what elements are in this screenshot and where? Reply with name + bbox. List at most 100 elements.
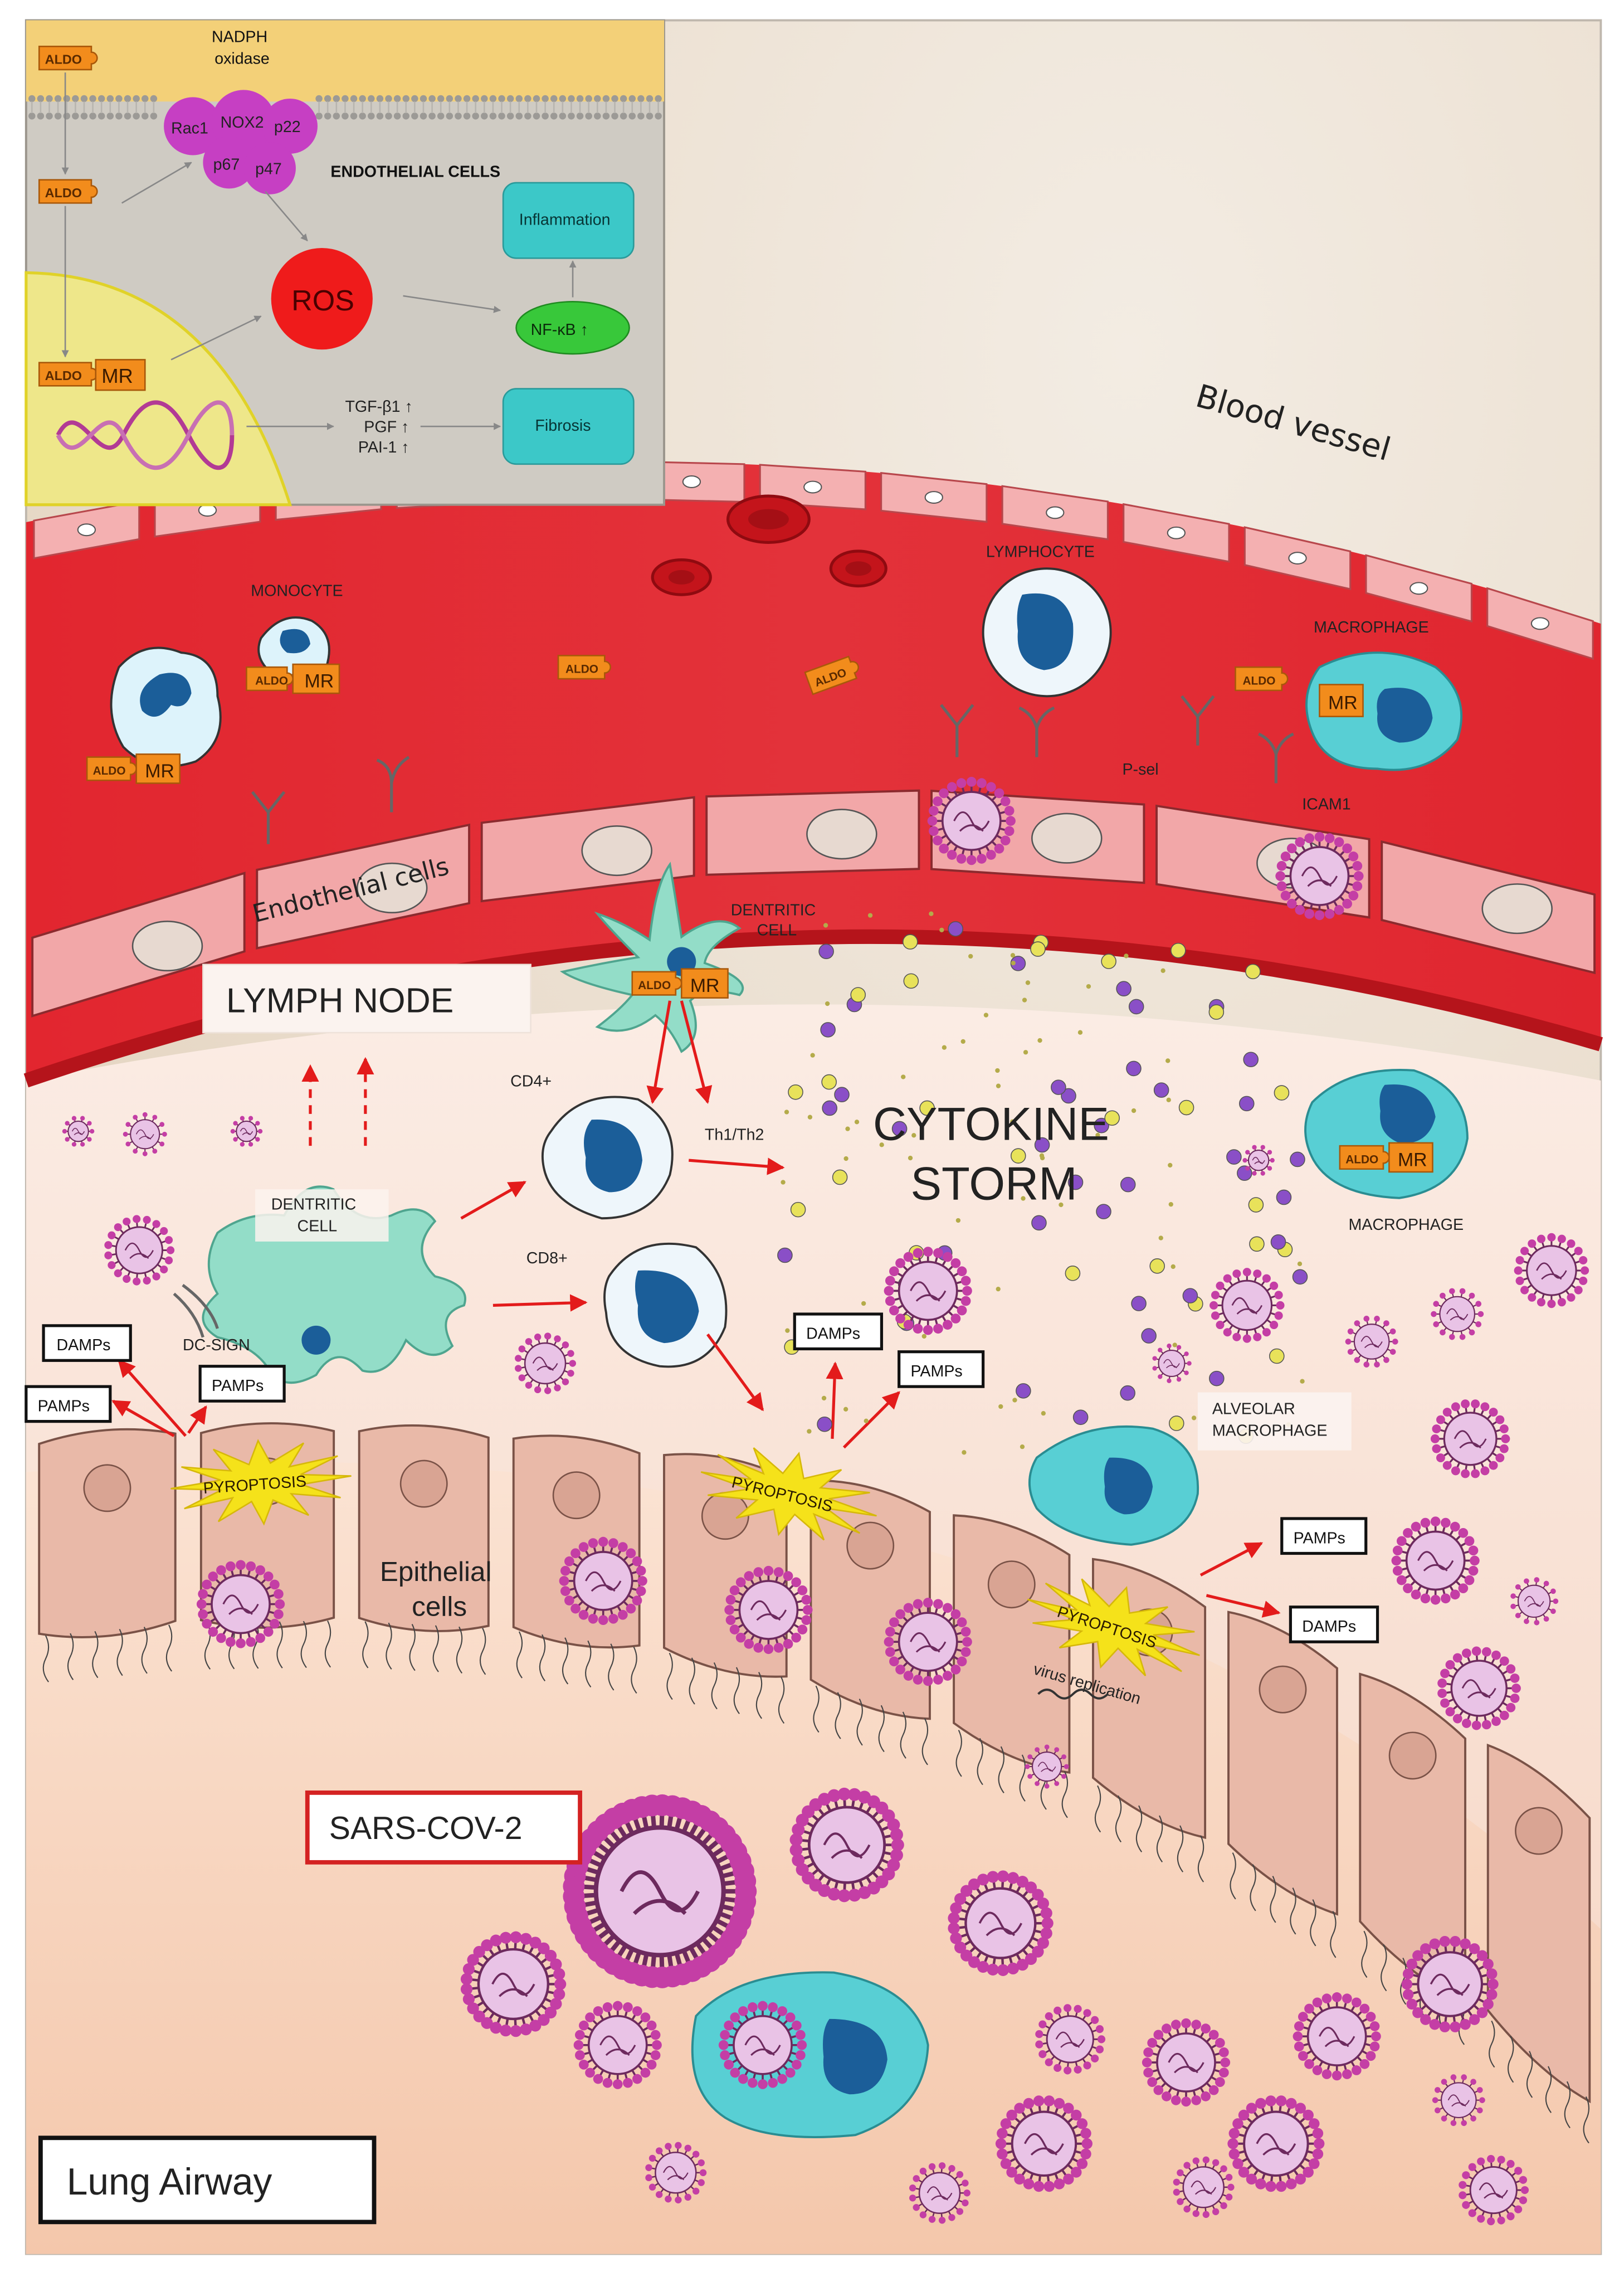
virus-icon xyxy=(230,1116,263,1147)
lipid-head xyxy=(376,95,384,103)
cilium xyxy=(955,1730,962,1777)
virus-icon xyxy=(1025,1744,1069,1789)
cytokine-particle xyxy=(1034,1137,1050,1153)
lipid-head xyxy=(550,112,558,120)
cilium xyxy=(456,1626,463,1674)
cytokine-particle xyxy=(1168,1162,1173,1168)
adhesion-receptors xyxy=(251,695,1294,844)
lipid-head xyxy=(628,95,636,103)
cytokine-particle xyxy=(995,1068,1000,1073)
virus-icon xyxy=(196,1560,285,1648)
th-label: Th1/Th2 xyxy=(705,1126,764,1144)
cytokine-particle xyxy=(821,1395,827,1401)
cytokine-particle xyxy=(968,953,973,959)
cell-nucleus xyxy=(356,862,428,913)
macrophage-vessel xyxy=(1305,651,1463,771)
cell-nucleus xyxy=(1288,552,1307,565)
cytokine-particle xyxy=(1016,1383,1031,1399)
cytokine-particles xyxy=(777,911,1308,1455)
gene-label: TGF-β1 ↑ xyxy=(345,398,412,416)
pyroptosis-burst xyxy=(170,1439,352,1526)
cytokine-particle xyxy=(997,1185,1003,1191)
nfkb-ellipse xyxy=(515,301,630,355)
cilium xyxy=(539,1634,546,1682)
virus-icon xyxy=(1242,1145,1275,1176)
cytokine-particle xyxy=(908,1155,913,1161)
cytokine-particle xyxy=(1248,1197,1264,1213)
cytokine-particle xyxy=(1160,968,1165,973)
svg-text:PAMPs: PAMPs xyxy=(38,1397,90,1415)
lipid-head xyxy=(37,95,45,103)
lipid-head xyxy=(333,112,340,120)
cytokine-particle xyxy=(919,1100,935,1116)
cytokine-particle xyxy=(1171,1264,1176,1269)
virus-icon xyxy=(1345,1316,1398,1368)
cytokine-particle xyxy=(843,1407,848,1412)
cytokine-particle xyxy=(777,1247,793,1263)
lipid-head xyxy=(576,95,584,103)
lipid-head xyxy=(489,95,497,103)
monocyte-left xyxy=(110,646,222,767)
svg-text:MR: MR xyxy=(145,761,174,782)
cell-nucleus xyxy=(581,825,652,877)
cilium xyxy=(856,1699,863,1746)
virus-icon xyxy=(789,1787,904,1903)
virus-icon xyxy=(123,1112,167,1156)
cytokine-particle xyxy=(1270,1234,1286,1250)
lipid-head xyxy=(524,95,531,103)
cytokine-particle xyxy=(1067,1174,1084,1190)
cytokine-particle xyxy=(960,1039,965,1044)
icam1-label: ICAM1 xyxy=(1302,795,1350,813)
cilium xyxy=(42,1635,50,1682)
svg-text:PAMPs: PAMPs xyxy=(212,1377,264,1395)
cytokine-particle xyxy=(1269,1348,1285,1364)
ros-circle xyxy=(271,248,373,350)
lipid-head xyxy=(542,112,549,120)
lipid-head xyxy=(342,112,349,120)
lipid-head xyxy=(97,95,105,103)
lipid-head xyxy=(150,95,158,103)
lipid-head xyxy=(463,95,471,103)
cilium xyxy=(300,1621,308,1668)
cilium xyxy=(1230,1852,1236,1900)
red-blood-cells xyxy=(651,494,887,596)
cytokine-particle xyxy=(1131,1296,1147,1311)
cytokine-storm-label: CYTOKINE xyxy=(873,1098,1109,1150)
cytokine-particle xyxy=(903,934,918,950)
cytokine-particle xyxy=(1178,1099,1194,1116)
lipid-head xyxy=(472,112,479,120)
lipid-head xyxy=(89,95,96,103)
cytokine-particle xyxy=(1245,964,1261,980)
cd4-cell xyxy=(541,1096,674,1220)
virus-icon xyxy=(1293,1992,1381,2081)
lipid-head xyxy=(324,112,331,120)
lipid-head xyxy=(559,112,567,120)
lipid-head xyxy=(611,95,618,103)
cytokine-particle xyxy=(1030,941,1046,957)
cytokine-particle xyxy=(1012,1398,1017,1403)
cilium xyxy=(813,1685,820,1733)
svg-text:Lung Airway: Lung Airway xyxy=(67,2161,272,2203)
lipid-head xyxy=(385,95,392,103)
virus-icon xyxy=(460,1931,567,2037)
cilium xyxy=(998,1746,1004,1794)
cytokine-particle xyxy=(1124,953,1129,959)
cytokine-particle xyxy=(843,1156,848,1161)
virus-icon xyxy=(884,1247,972,1335)
dna-helix xyxy=(56,400,235,470)
lipid-head xyxy=(585,112,592,120)
virus-icon xyxy=(927,776,1016,865)
lipid-head xyxy=(37,112,45,120)
cytokine-particle xyxy=(790,1201,806,1218)
macrophage-label: MACROPHAGE xyxy=(1314,619,1429,636)
lipid-head xyxy=(576,112,584,120)
svg-text:PAMPs: PAMPs xyxy=(1294,1529,1345,1547)
cilium xyxy=(276,1621,283,1668)
epithelial-cell xyxy=(358,1424,490,1632)
lymph-node-label: LYMPH NODE xyxy=(226,981,453,1020)
cilium xyxy=(1545,2066,1552,2113)
cilium xyxy=(1061,1771,1069,1818)
lipid-head xyxy=(80,112,88,120)
lipid-head xyxy=(620,95,627,103)
